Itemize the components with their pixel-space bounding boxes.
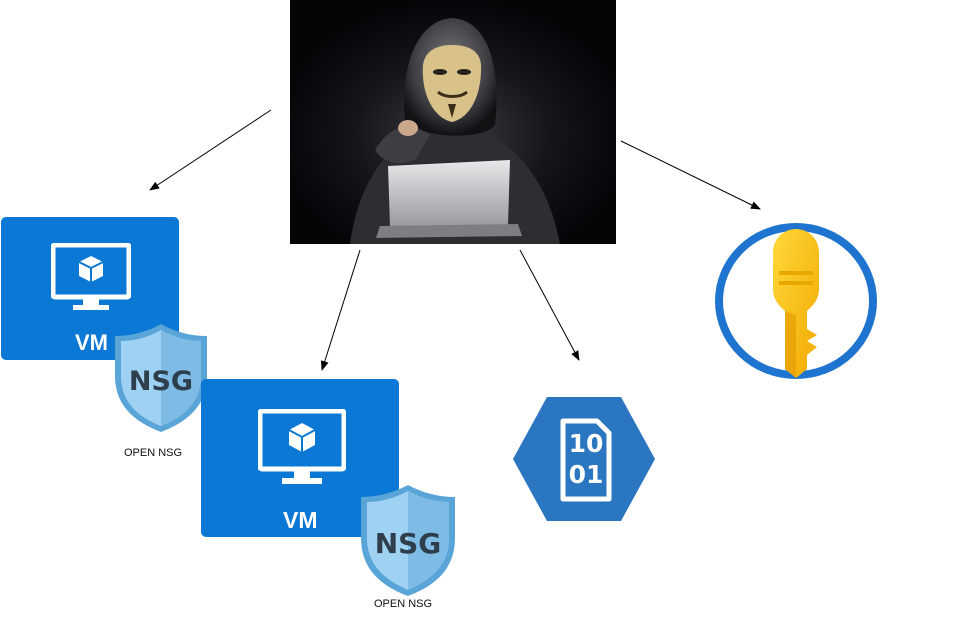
- storage-line1: 10: [569, 429, 604, 458]
- storage-line2: 01: [569, 460, 604, 489]
- nsg-center-shield-icon[interactable]: NSG: [359, 483, 457, 598]
- nsg-left-text: NSG: [129, 366, 193, 397]
- nsg-center-text: NSG: [375, 527, 442, 560]
- nsg-left-caption: OPEN NSG: [124, 447, 183, 459]
- vm-left-label: VM: [75, 330, 108, 355]
- arrow-to-keyvault: [620, 140, 761, 210]
- monitor-cube-icon: [51, 243, 131, 310]
- storage-blob-icon[interactable]: 10 01: [511, 395, 657, 523]
- nsg-left-shield-icon[interactable]: NSG: [113, 322, 209, 434]
- arrow-to-storage: [519, 249, 580, 361]
- nsg-center-caption: OPEN NSG: [374, 598, 433, 610]
- monitor-cube-icon: [258, 409, 346, 484]
- arrow-to-vm-center: [320, 249, 361, 371]
- vm-center-label: VM: [283, 507, 318, 533]
- hacker-image: [290, 0, 616, 244]
- key-vault-key-icon[interactable]: [713, 223, 879, 383]
- arrow-to-vm-left: [149, 109, 272, 191]
